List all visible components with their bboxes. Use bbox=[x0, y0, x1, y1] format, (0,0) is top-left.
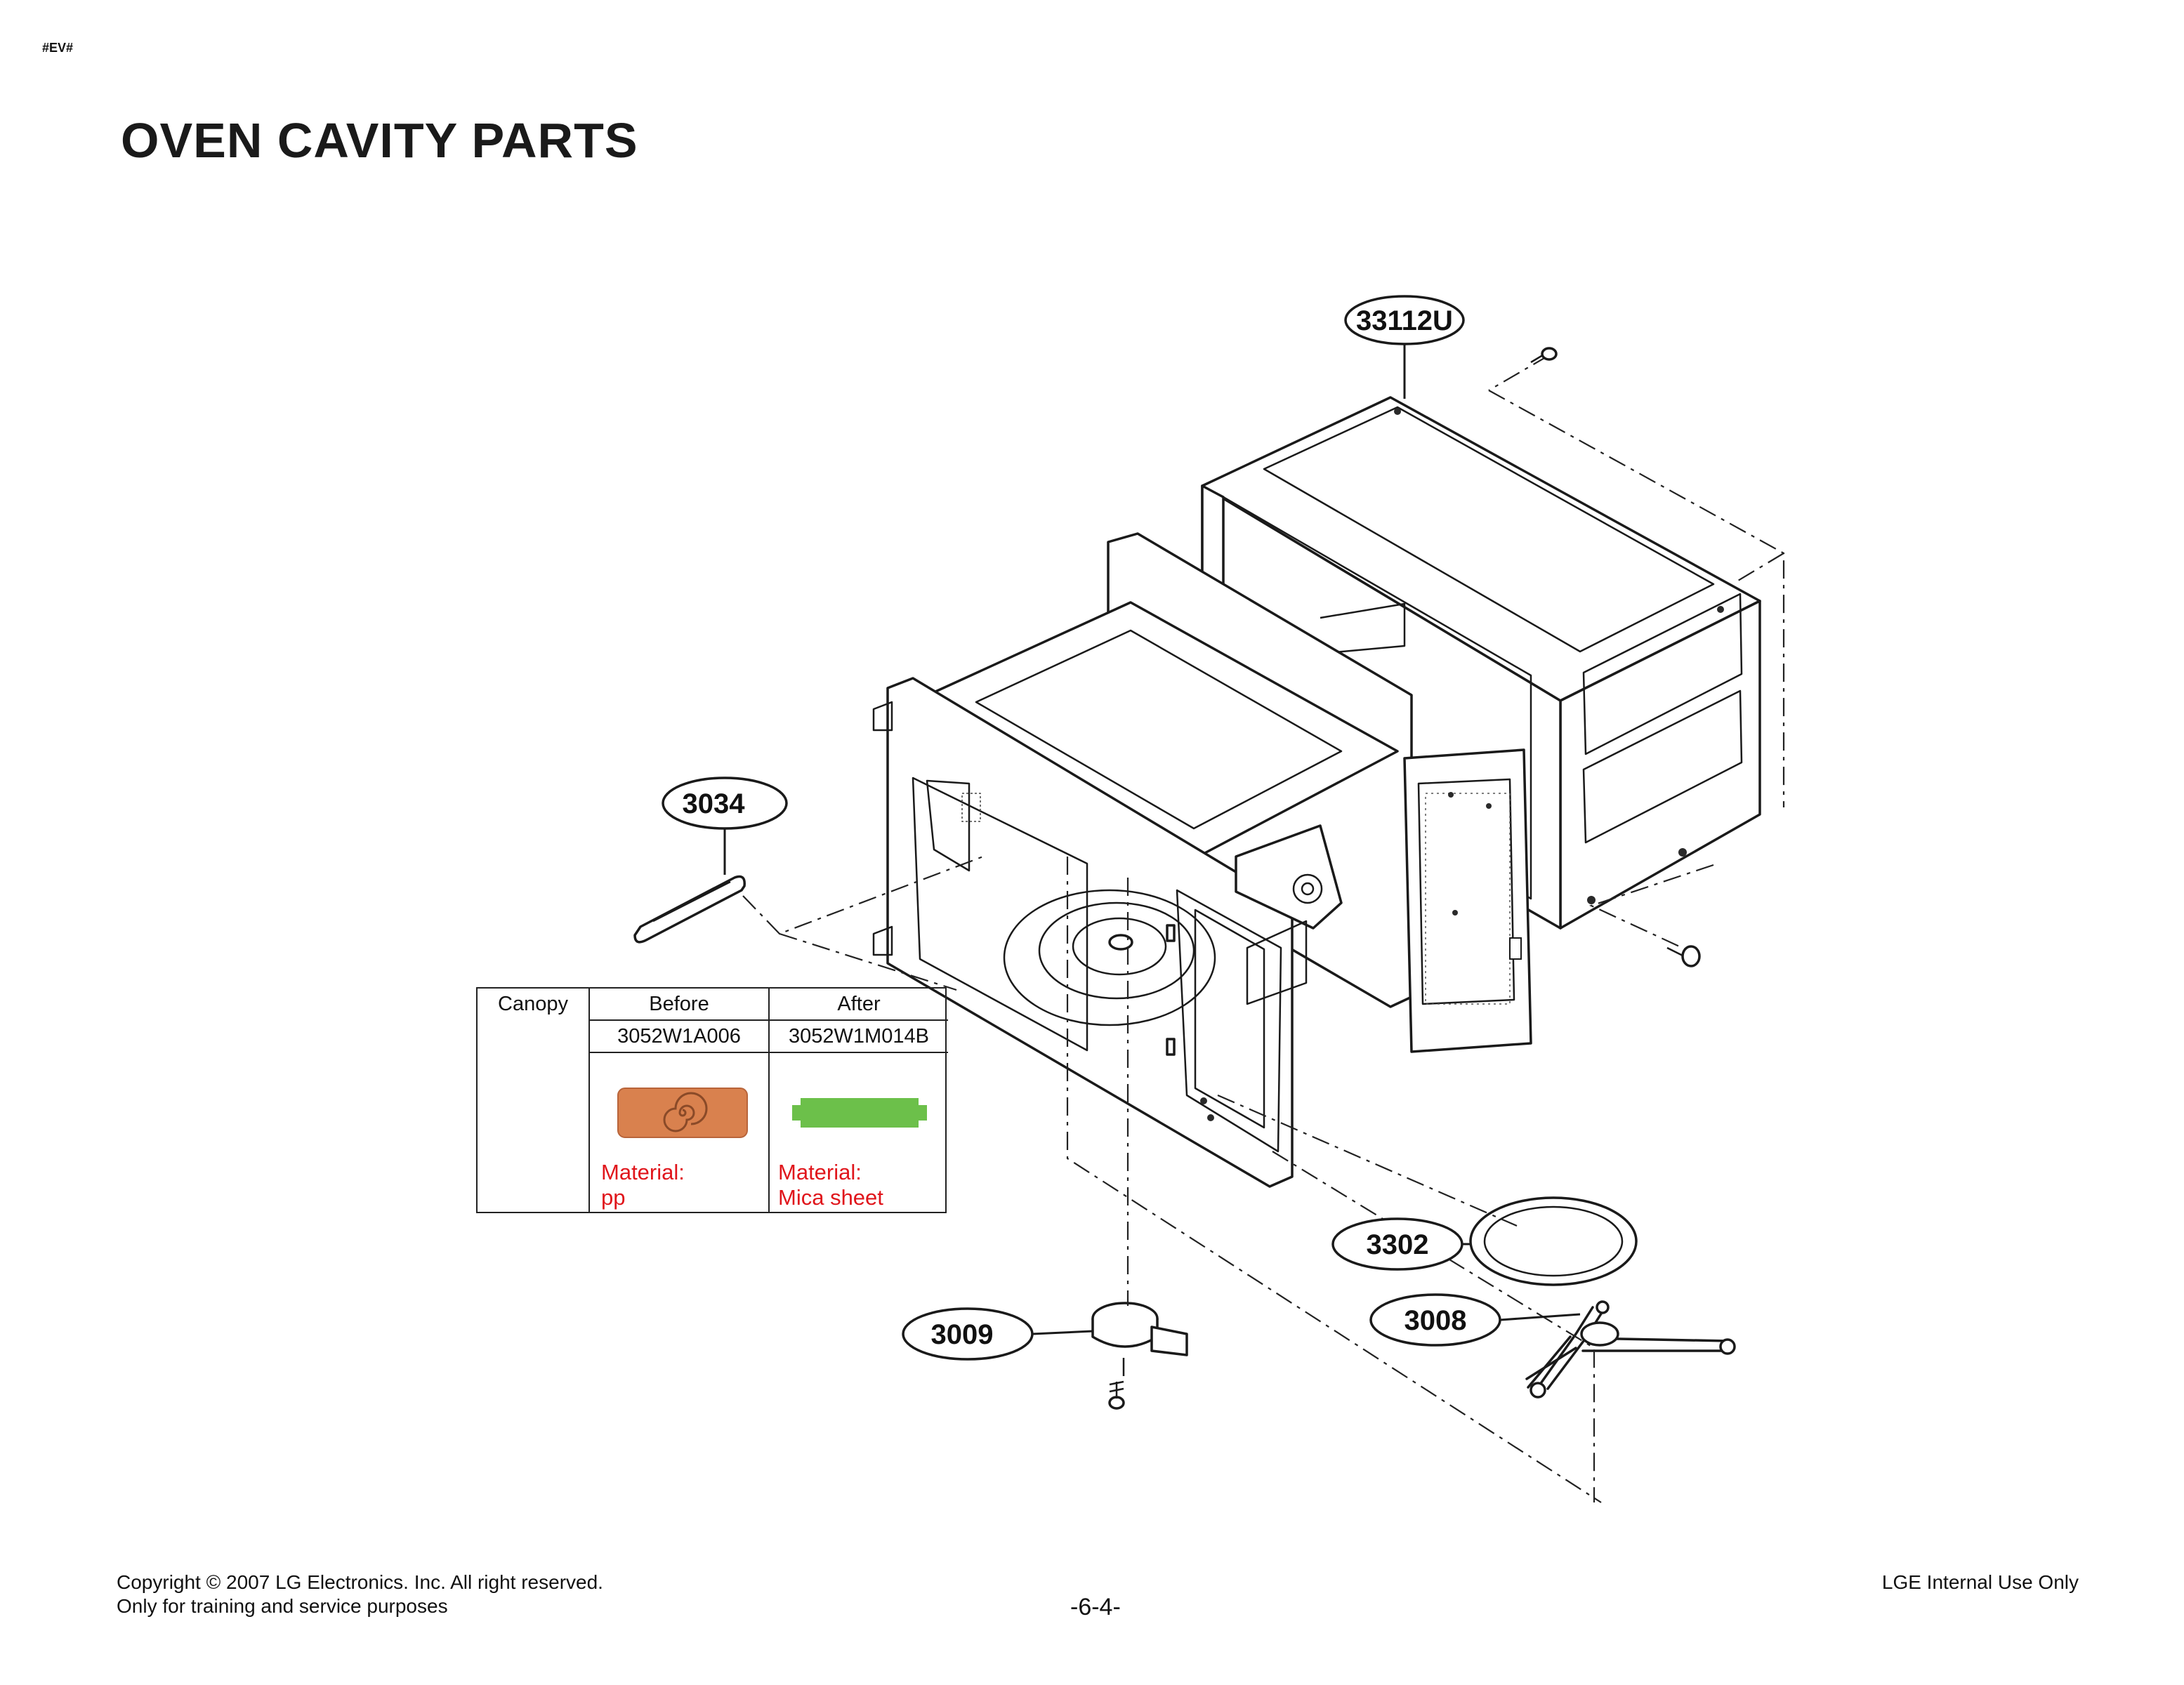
before-part-number: 3052W1A006 bbox=[617, 1025, 741, 1048]
ev-tag: #EV# bbox=[42, 41, 74, 55]
callout-3034-label: 3034 bbox=[683, 788, 746, 819]
after-part-number: 3052W1M014B bbox=[789, 1025, 929, 1048]
cavity-turntable-ring bbox=[1003, 889, 1216, 1026]
after-header: After bbox=[837, 993, 881, 1015]
callout-3008-label: 3008 bbox=[1405, 1305, 1467, 1336]
screw-top bbox=[1530, 347, 1558, 364]
callout-3302: 3302 bbox=[1331, 1217, 1471, 1271]
before-material-label: Material: bbox=[601, 1160, 685, 1184]
callout-33112u-label: 33112U bbox=[1356, 305, 1453, 336]
footer-internal: LGE Internal Use Only bbox=[1881, 1571, 2079, 1593]
before-canopy-image bbox=[617, 1088, 748, 1138]
after-material: Mica sheet bbox=[778, 1185, 883, 1210]
motor-3009 bbox=[1091, 1302, 1188, 1410]
callout-3302-label: 3302 bbox=[1367, 1229, 1429, 1260]
motor-bracket bbox=[1235, 824, 1343, 1005]
front-plate bbox=[872, 677, 1294, 1188]
before-material: pp bbox=[601, 1185, 626, 1210]
before-header: Before bbox=[649, 993, 709, 1015]
footer-page-number: -6-4- bbox=[1070, 1594, 1121, 1620]
after-material-label: Material: bbox=[778, 1160, 862, 1184]
canopy-part-3034 bbox=[633, 875, 746, 944]
roller-ring-3008 bbox=[1525, 1300, 1736, 1399]
canopy-comparison-table: Canopy Before After 3052W1A006 3052W1M01… bbox=[476, 987, 948, 1213]
after-canopy-image bbox=[792, 1098, 927, 1128]
canopy-row-label: Canopy bbox=[498, 993, 568, 1015]
callout-33112u: 33112U bbox=[1344, 295, 1465, 399]
callout-3009-label: 3009 bbox=[931, 1319, 994, 1350]
glass-tray-3302 bbox=[1469, 1196, 1638, 1286]
page-title: OVEN CAVITY PARTS bbox=[121, 113, 638, 168]
callout-3034: 3034 bbox=[662, 777, 788, 875]
callout-3008: 3008 bbox=[1369, 1293, 1581, 1347]
footer-training: Only for training and service purposes bbox=[117, 1595, 448, 1617]
screw-side bbox=[1666, 945, 1701, 967]
footer-copyright: Copyright © 2007 LG Electronics. Inc. Al… bbox=[117, 1571, 603, 1593]
callout-3009: 3009 bbox=[902, 1307, 1093, 1361]
